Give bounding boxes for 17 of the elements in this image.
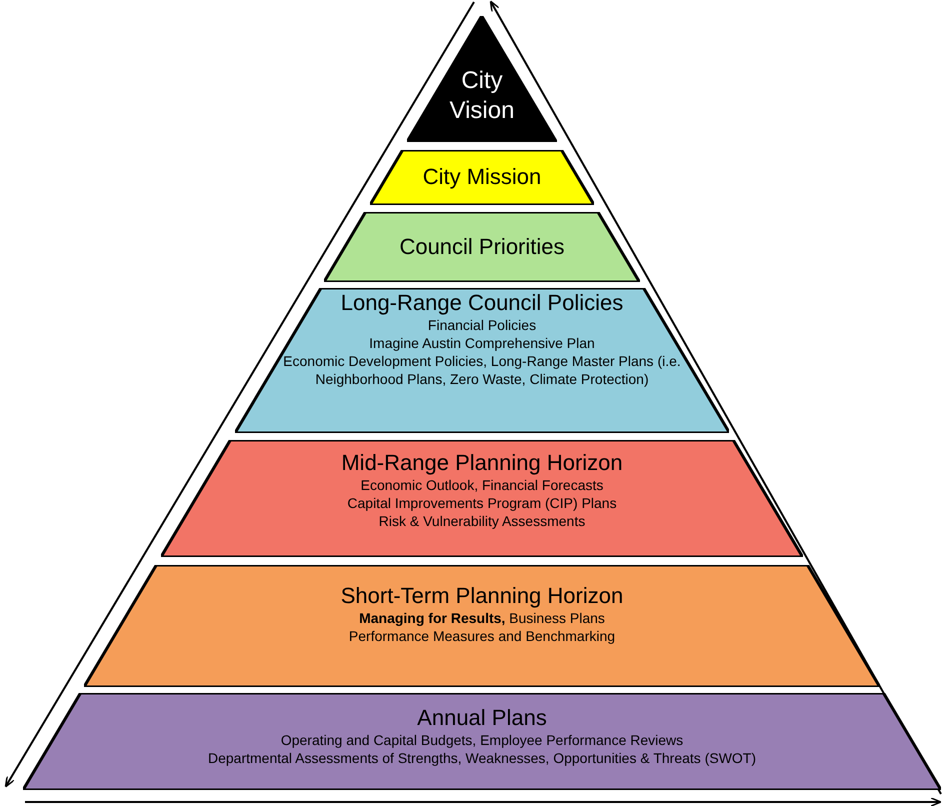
tier-heading: City Vision (448, 66, 516, 126)
tier-detail: Operating and Capital Budgets, Employee Performance Reviews (280, 731, 684, 749)
tier-detail: Imagine Austin Comprehensive Plan (369, 334, 595, 352)
tier-detail: Departmental Assessments of Strengths, Weaknesses, Opportunities & Threats (SWOT) (208, 749, 756, 767)
tier-detail: Economic Outlook, Financial Forecasts (360, 476, 604, 494)
tier-detail: Risk & Vulnerability Assessments (378, 512, 586, 530)
tier-heading: Mid-Range Planning Horizon (341, 450, 623, 476)
tier-heading: Council Priorities (399, 234, 565, 260)
tier-detail: Performance Measures and Benchmarking (348, 627, 616, 645)
tier-detail: Economic Development Policies, Long-Range Master Plans (i.e. Neighborhood Plans, Zero Waste, Climate Protection) (282, 352, 682, 388)
tier-heading: Annual Plans (417, 705, 547, 731)
tier-detail: Financial Policies (428, 316, 536, 334)
tier-heading: Short-Term Planning Horizon (340, 583, 624, 609)
tier-heading: Long-Range Council Policies (340, 290, 624, 316)
tier-detail: Capital Improvements Program (CIP) Plans (347, 494, 617, 512)
tier-detail: Managing for Results, Business Plans (359, 609, 605, 627)
tier-heading: City Mission (422, 164, 542, 190)
